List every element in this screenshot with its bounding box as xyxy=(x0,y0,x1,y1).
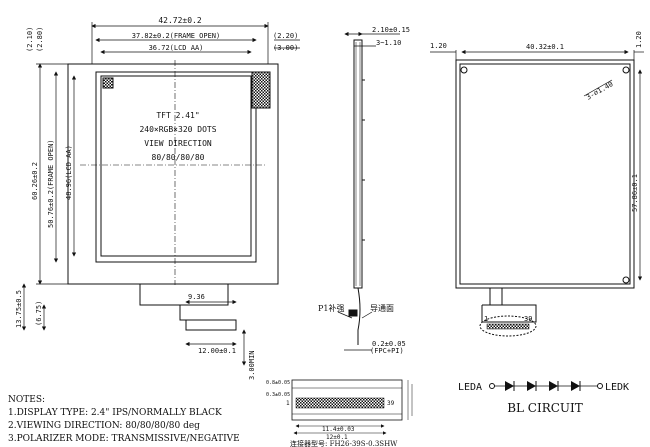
led-diode-3 xyxy=(549,381,559,391)
label-stiffener: P1补强 xyxy=(318,303,344,313)
side-view xyxy=(348,39,365,345)
back-inner-outline xyxy=(459,63,631,285)
dim-overall-height: 60.26±0.2 xyxy=(31,162,39,200)
notes: NOTES: 1.DISPLAY TYPE: 2.4" IPS/NORMALLY… xyxy=(8,395,240,444)
connector-detail xyxy=(291,379,413,435)
stiffener xyxy=(348,309,358,317)
fpc-pin-1: 1 xyxy=(484,315,488,323)
ic-area-hatch xyxy=(251,71,271,109)
lcd-text-view-direction: VIEW DIRECTION xyxy=(144,139,212,148)
conn-dim-c: 11.4±0.03 xyxy=(322,426,355,433)
back-view xyxy=(455,59,635,337)
back-fpc-pins xyxy=(486,323,530,330)
mounting-hole-tl xyxy=(460,66,468,74)
pin1-mark xyxy=(102,77,114,89)
conn-pin-39: 39 xyxy=(387,400,395,407)
dim-back-left-120: 1.20 xyxy=(430,42,447,50)
conn-dim-d: 12±0.1 xyxy=(326,434,348,441)
frame-open-outline xyxy=(95,71,257,263)
dim-overall-width: 42.72±0.2 xyxy=(158,16,202,25)
connector-caption: 连接器型号: FH26-39S-0.3SHW xyxy=(290,439,398,447)
front-view xyxy=(67,60,279,331)
lcd-center-text: TFT 2.41" 240×RGB×320 DOTS VIEW DIRECTIO… xyxy=(139,111,216,162)
bl-ledk: LEDK xyxy=(605,382,629,393)
dim-top-210: (2.10) xyxy=(26,27,34,52)
fpc-pin-39: 39 xyxy=(524,315,532,323)
dim-right-220: (2.20) xyxy=(273,32,298,40)
module-outline xyxy=(67,63,279,285)
led-diode-2 xyxy=(527,381,537,391)
dim-lcd-aa-height: 48.96(LCD AA) xyxy=(65,145,73,200)
dim-lcd-aa-width: 36.72(LCD AA) xyxy=(149,44,204,52)
dim-fpc-thickness: 0.2±0.05 xyxy=(372,340,406,348)
label-conductive-side: 导通面 xyxy=(370,303,394,313)
bl-circuit: LEDA LEDK BL CIRCUIT xyxy=(458,381,629,415)
dim-frame-open-height: 50.76±0.2(FRAME OPEN) xyxy=(47,139,55,228)
dim-frame-open-width: 37.82±0.2(FRAME OPEN) xyxy=(132,32,221,40)
note-polarizer-mode: 3.POLARIZER MODE: TRANSMISSIVE/NEGATIVE xyxy=(8,434,240,444)
led-diode-4 xyxy=(571,381,581,391)
back-dimension-labels: 1.20 40.32±0.1 1.20 3-∅1.40 57.86±0.1 1 … xyxy=(430,31,643,323)
side-dimension-labels: 2.10±0.15 3~1.10 P1补强 导通面 0.2±0.05 (FPC+… xyxy=(318,26,410,355)
dim-675: (6.75) xyxy=(35,301,43,326)
back-outline xyxy=(455,59,635,289)
lcd-text-angles: 80/80/80/80 xyxy=(152,153,205,162)
dim-936: 9.36 xyxy=(188,293,205,301)
side-profile xyxy=(353,39,363,289)
dim-back-height: 57.86±0.1 xyxy=(631,174,639,212)
led-diode-1 xyxy=(505,381,515,391)
conn-dim-b: 0.3±0.05 xyxy=(266,392,290,398)
bl-anode-terminal xyxy=(489,383,495,389)
connector-labels: 0.8±0.05 0.3±0.05 1 39 11.4±0.03 12±0.1 … xyxy=(266,380,398,447)
fpc-zoom-mark xyxy=(479,315,537,337)
dim-1200: 12.00±0.1 xyxy=(198,347,236,355)
fpc-contact-pad xyxy=(185,319,237,331)
note-display-type: 1.DISPLAY TYPE: 2.4" IPS/NORMALLY BLACK xyxy=(8,408,222,418)
mounting-hole-br xyxy=(622,276,630,284)
dim-top-280: (2.80) xyxy=(36,27,44,52)
lcd-text-resolution: 240×RGB×320 DOTS xyxy=(139,125,216,134)
conn-pin-1: 1 xyxy=(286,400,290,407)
front-dimension-labels: 42.72±0.2 37.82±0.2(FRAME OPEN) 36.72(LC… xyxy=(15,16,298,380)
dim-1375: 13.75±0.5 xyxy=(15,290,23,328)
conn-dim-a: 0.8±0.05 xyxy=(266,380,290,386)
dim-back-right-120: 1.20 xyxy=(635,31,643,48)
fpc-bend xyxy=(357,287,361,345)
lcd-active-area xyxy=(100,75,252,257)
dim-side-210: 2.10±0.15 xyxy=(372,26,410,34)
dim-fpc-sub: (FPC+PI) xyxy=(370,347,404,355)
dim-back-width: 40.32±0.1 xyxy=(526,43,564,51)
note-viewing-direction: 2.VIEWING DIRECTION: 80/80/80/80 deg xyxy=(8,421,200,431)
mounting-hole-tr xyxy=(622,66,630,74)
bl-leda: LEDA xyxy=(458,382,482,393)
dim-back-holes: 3-∅1.40 xyxy=(585,80,615,102)
connector-pins xyxy=(295,397,385,409)
notes-title: NOTES: xyxy=(8,395,45,405)
dim-side-310: 3~1.10 xyxy=(376,39,401,47)
bl-circuit-title: BL CIRCUIT xyxy=(507,401,583,415)
lcd-text-type: TFT 2.41" xyxy=(156,111,199,120)
dim-300min: 3.00MIN xyxy=(248,350,256,380)
dim-right-300: (3.00) xyxy=(273,44,298,52)
bl-cathode-terminal xyxy=(597,383,603,389)
connector-body xyxy=(291,379,403,421)
